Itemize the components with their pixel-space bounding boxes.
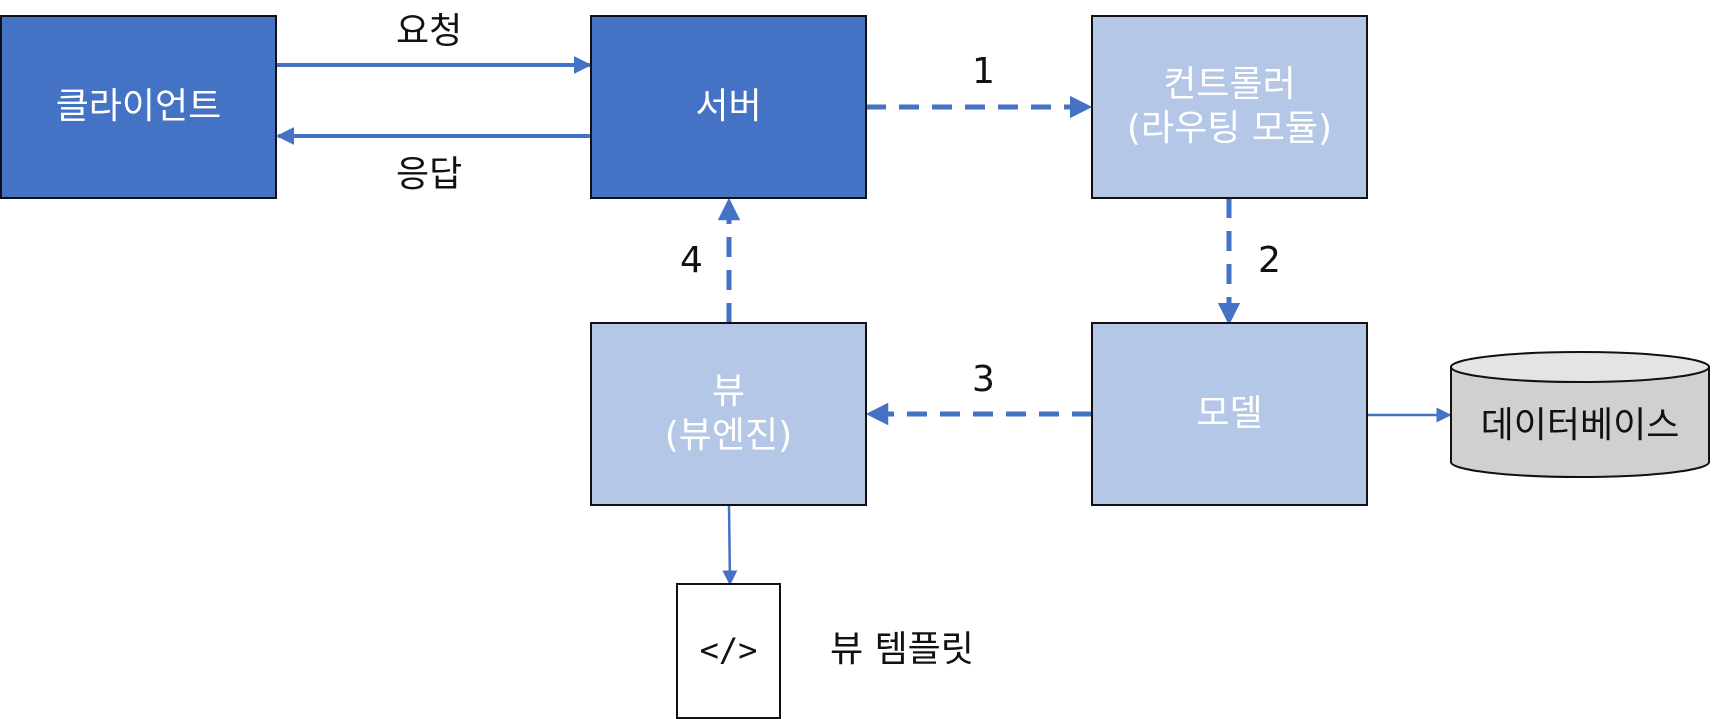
server-box: 서버 [590, 15, 867, 199]
step-4-label: 4 [680, 240, 703, 281]
controller-box: 컨트롤러 (라우팅 모듈) [1091, 15, 1368, 199]
response-label: 응답 [396, 154, 463, 195]
view-box: 뷰 (뷰엔진) [590, 322, 867, 506]
client-box: 클라이언트 [0, 15, 277, 199]
server-label: 서버 [695, 86, 762, 128]
view-to-template-arrow [722, 505, 738, 586]
template-caption: 뷰 템플릿 [830, 629, 974, 670]
step-3-label: 3 [972, 359, 995, 400]
step-2-label: 2 [1258, 240, 1281, 281]
code-icon: </> [699, 631, 758, 670]
database-label: 데이터베이스 [1480, 405, 1680, 446]
client-label: 클라이언트 [55, 86, 222, 128]
model-label: 모델 [1196, 393, 1263, 435]
controller-label: 컨트롤러 (라우팅 모듈) [1126, 64, 1333, 149]
model-box: 모델 [1091, 322, 1368, 506]
request-label: 요청 [396, 11, 463, 52]
database-cylinder [1450, 351, 1710, 478]
view-label: 뷰 (뷰엔진) [664, 371, 793, 456]
step-1-label: 1 [972, 51, 995, 92]
template-document: </> [676, 583, 781, 719]
